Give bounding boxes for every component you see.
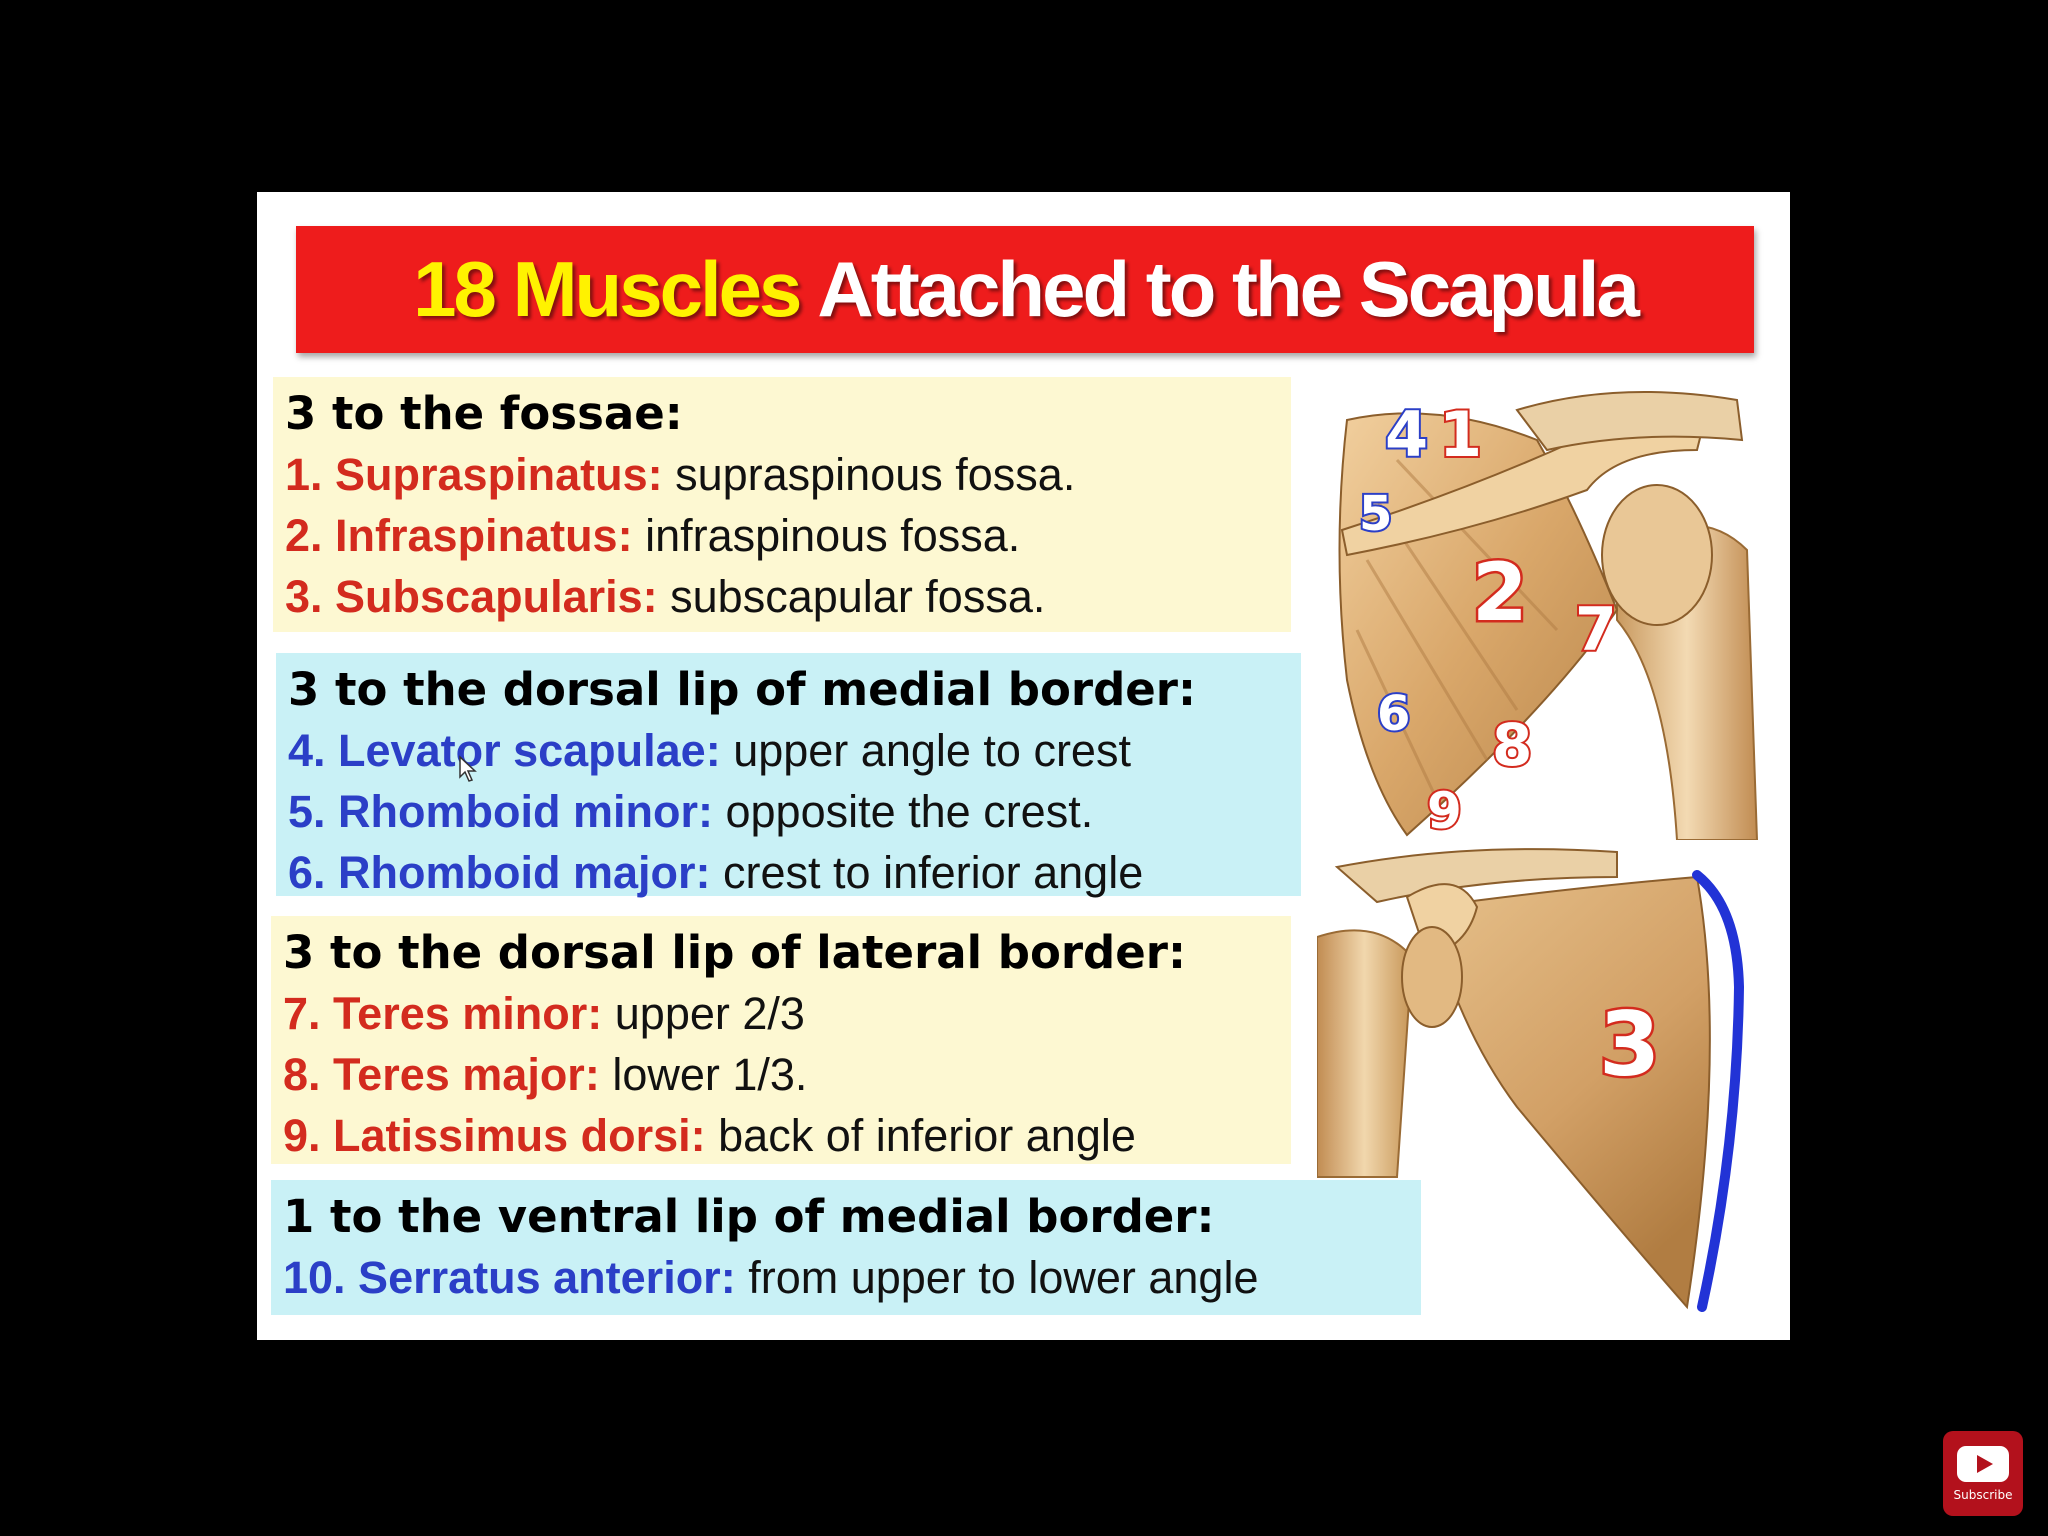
list-item: 7. Teres minor: upper 2/3 [283,983,1186,1044]
list-item: 4. Levator scapulae: upper angle to cres… [288,720,1196,781]
muscle-attachment: crest to inferior angle [723,847,1144,898]
mouse-cursor-icon [459,755,477,782]
title-text: Attached to the Scapula [817,245,1639,333]
list-item: 9. Latissimus dorsi: back of inferior an… [283,1105,1186,1166]
scapula-anterior-figure: 3 [1316,847,1765,1317]
label-8: 8 [1492,711,1532,779]
muscle-name: 10. Serratus anterior: [283,1252,736,1303]
label-2: 2 [1472,546,1528,639]
label-9: 9 [1427,782,1462,840]
muscle-name: 6. Rhomboid major: [288,847,711,898]
subscribe-label: Subscribe [1953,1487,2013,1502]
muscle-name: 9. Latissimus dorsi: [283,1110,706,1161]
section-medial-ventral: 1 to the ventral lip of medial border: 1… [271,1180,1421,1315]
muscle-attachment: upper angle to crest [733,725,1131,776]
muscle-attachment: supraspinous fossa. [675,449,1076,500]
list-item: 8. Teres major: lower 1/3. [283,1044,1186,1105]
youtube-play-icon [1957,1445,2009,1482]
scapula-posterior-figure: 4 1 5 2 7 6 8 9 [1317,380,1765,842]
muscle-attachment: back of inferior angle [718,1110,1136,1161]
muscle-name: 7. Teres minor: [283,988,603,1039]
list-item: 2. Infraspinatus: infraspinous fossa. [285,505,1075,566]
muscle-attachment: from upper to lower angle [748,1252,1259,1303]
label-6: 6 [1377,686,1410,742]
label-1: 1 [1439,398,1482,471]
muscle-name: 8. Teres major: [283,1049,600,1100]
section-medial-dorsal: 3 to the dorsal lip of medial border: 4.… [276,653,1301,898]
label-7: 7 [1575,595,1617,665]
slide: 18 Muscles Attached to the Scapula 3 to … [257,192,1790,1340]
label-3: 3 [1599,993,1660,1096]
muscle-attachment: infraspinous fossa. [645,510,1021,561]
list-item: 6. Rhomboid major: crest to inferior ang… [288,842,1196,903]
subscribe-button[interactable]: Subscribe [1943,1431,2023,1516]
muscle-name: 2. Infraspinatus: [285,510,633,561]
list-item: 1. Supraspinatus: supraspinous fossa. [285,444,1075,505]
label-4: 4 [1385,398,1428,471]
list-item: 10. Serratus anterior: from upper to low… [283,1247,1258,1308]
muscle-name: 4. Levator scapulae: [288,725,721,776]
muscle-name: 1. Supraspinatus: [285,449,663,500]
section-heading: 3 to the fossae: [285,387,683,440]
muscle-attachment: upper 2/3 [614,988,805,1039]
muscle-attachment: opposite the crest. [725,786,1094,837]
muscle-name: 3. Subscapularis: [285,571,658,622]
list-item: 5. Rhomboid minor: opposite the crest. [288,781,1196,842]
muscle-attachment: subscapular fossa. [670,571,1046,622]
section-heading: 3 to the dorsal lip of lateral border: [283,926,1186,979]
medial-border-line [1692,870,1745,1312]
muscle-name: 5. Rhomboid minor: [288,786,713,837]
section-fossae: 3 to the fossae: 1. Supraspinatus: supra… [273,377,1291,632]
title-banner: 18 Muscles Attached to the Scapula [296,226,1754,353]
title-highlight: 18 Muscles [413,245,802,333]
section-heading: 3 to the dorsal lip of medial border: [288,663,1196,716]
muscle-attachment: lower 1/3. [612,1049,808,1100]
section-lateral-dorsal: 3 to the dorsal lip of lateral border: 7… [271,916,1291,1164]
section-heading: 1 to the ventral lip of medial border: [283,1190,1215,1243]
list-item: 3. Subscapularis: subscapular fossa. [285,566,1075,627]
label-5: 5 [1359,486,1392,542]
